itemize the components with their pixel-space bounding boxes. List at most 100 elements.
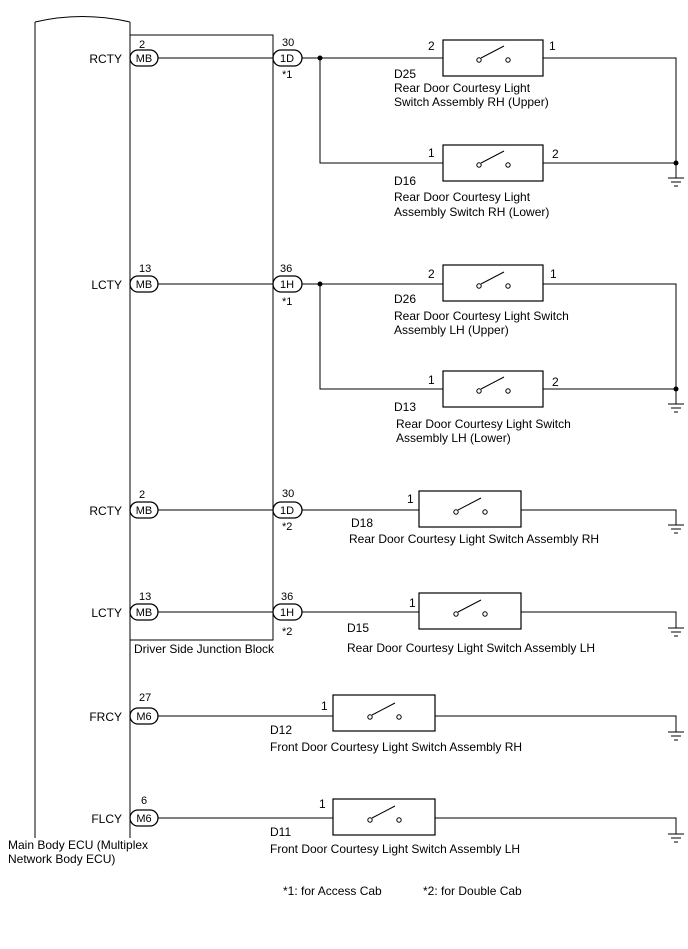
jb-pin-number: 30 (282, 488, 294, 500)
jb-connector-label: 1H (280, 279, 294, 291)
ecu-connector-label: MB (136, 53, 153, 65)
switch-pin-in: 1 (428, 146, 435, 160)
signal-name: RCTY (89, 52, 122, 66)
switch-d16: 1 2 D16 Rear Door Courtesy Light Assembl… (394, 144, 559, 219)
switch-d11: 1 D11 Front Door Courtesy Light Switch A… (270, 797, 520, 856)
jb-connector-label: 1H (280, 607, 294, 619)
legend-note-1: *1: for Access Cab (283, 884, 382, 898)
note-marker: *2 (282, 626, 292, 638)
switch-name-line2: Assembly LH (Upper) (394, 323, 509, 337)
ecu-connector-label: MB (136, 505, 153, 517)
switch-name-line1: Rear Door Courtesy Light Switch (394, 309, 569, 323)
signal-name: FRCY (89, 710, 122, 724)
switch-pin-in: 1 (407, 492, 414, 506)
ground-symbol (668, 403, 684, 413)
ecu-pin-number: 2 (139, 39, 145, 51)
switch-d15: 1 D15 Rear Door Courtesy Light Switch As… (347, 592, 595, 655)
circuit-lcty-access-cab: LCTY 13 MB 36 1H *1 (91, 263, 679, 404)
ecu-pin-number: 2 (139, 489, 145, 501)
switch-code: D16 (394, 174, 416, 188)
switch-pin-out: 2 (552, 147, 559, 161)
signal-name: FLCY (91, 812, 122, 826)
legend-note-2: *2: for Double Cab (423, 884, 522, 898)
switch-d13: 1 2 D13 Rear Door Courtesy Light Switch … (394, 370, 571, 445)
signal-name: RCTY (89, 504, 122, 518)
switch-body (442, 39, 544, 77)
circuit-lcty-double-cab: LCTY 13 MB 36 1H *2 (91, 591, 677, 638)
switch-name-line1: Rear Door Courtesy Light (394, 81, 531, 95)
switch-name-line1: Rear Door Courtesy Light Switch Assembly… (349, 532, 599, 546)
switch-name-line2: Assembly Switch RH (Lower) (394, 205, 549, 219)
switch-name-line1: Rear Door Courtesy Light Switch Assembly… (347, 641, 595, 655)
circuit-rcty-access-cab: RCTY 2 MB 30 1D *1 (89, 37, 679, 178)
splice-point (673, 386, 679, 392)
switch-pin-out: 1 (550, 267, 557, 281)
switch-pin-in: 1 (428, 373, 435, 387)
switch-pin-in: 1 (319, 797, 326, 811)
ecu-connector (129, 809, 159, 827)
jb-connector-label: 1D (280, 505, 294, 517)
ecu-connector (129, 275, 159, 293)
jb-connector-label: 1D (280, 53, 294, 65)
switch-code: D15 (347, 621, 369, 635)
switch-name-line2: Assembly LH (Lower) (396, 431, 511, 445)
junction-block-label: Driver Side Junction Block (134, 642, 275, 656)
switch-name-line2: Switch Assembly RH (Upper) (394, 95, 549, 109)
switch-code: D13 (394, 400, 416, 414)
switch-d25: 2 1 D25 Rear Door Courtesy Light Switch … (394, 39, 556, 109)
switch-pin-in: 1 (321, 699, 328, 713)
switch-pin-out: 2 (552, 375, 559, 389)
splice-point (673, 160, 679, 166)
switch-name-line1: Rear Door Courtesy Light (394, 190, 531, 204)
jb-pin-number: 30 (282, 37, 294, 49)
ecu-pin-number: 27 (139, 692, 151, 704)
jb-pin-number: 36 (281, 591, 293, 603)
ecu-connector-label: MB (136, 279, 153, 291)
ground-symbol (668, 177, 684, 187)
ecu-pin-number: 13 (139, 591, 151, 603)
switch-pin-in: 2 (428, 39, 435, 53)
circuit-flcy: FLCY 6 M6 (91, 795, 677, 834)
switch-d12: 1 D12 Front Door Courtesy Light Switch A… (270, 694, 522, 754)
ground-symbol (668, 731, 684, 741)
ecu-pin-number: 13 (139, 263, 151, 275)
ground-symbol (668, 627, 684, 637)
switch-code: D18 (351, 516, 373, 530)
switch-body (332, 694, 436, 732)
ground-symbol (668, 833, 684, 843)
circuit-frcy: FRCY 27 M6 (89, 692, 677, 732)
switch-pin-in: 1 (409, 596, 416, 610)
jb-pin-number: 36 (280, 263, 292, 275)
ecu-connector (129, 707, 159, 725)
switch-body (418, 592, 522, 630)
ground-symbol (668, 524, 684, 534)
signal-name: LCTY (91, 606, 122, 620)
circuit-rcty-double-cab: RCTY 2 MB 30 1D *2 (89, 488, 677, 533)
switch-name-line1: Rear Door Courtesy Light Switch (396, 417, 571, 431)
switch-code: D11 (270, 825, 291, 839)
switch-code: D26 (394, 292, 416, 306)
switch-body (332, 798, 436, 836)
ecu-connector-label: M6 (136, 813, 151, 825)
ecu-connector (129, 603, 159, 621)
switch-pin-out: 1 (549, 39, 556, 53)
switch-code: D25 (394, 67, 416, 81)
ecu-pin-number: 6 (141, 795, 147, 807)
switch-d18: 1 D18 Rear Door Courtesy Light Switch As… (349, 490, 599, 546)
switch-pin-in: 2 (428, 267, 435, 281)
switch-code: D12 (270, 723, 292, 737)
ecu-connector (129, 501, 159, 519)
switch-name-line1: Front Door Courtesy Light Switch Assembl… (270, 740, 522, 754)
switch-body (442, 264, 544, 302)
switch-name-line1: Front Door Courtesy Light Switch Assembl… (270, 842, 520, 856)
ecu-connector-label: M6 (136, 711, 151, 723)
ecu-connector (129, 49, 159, 67)
ecu-label-line2: Network Body ECU) (8, 852, 115, 866)
switch-body (418, 490, 522, 528)
note-marker: *1 (282, 296, 292, 308)
switch-d26: 2 1 D26 Rear Door Courtesy Light Switch … (394, 264, 569, 337)
ecu-label-line1: Main Body ECU (Multiplex (8, 838, 148, 852)
signal-name: LCTY (91, 278, 122, 292)
driver-side-junction-block (129, 34, 274, 641)
